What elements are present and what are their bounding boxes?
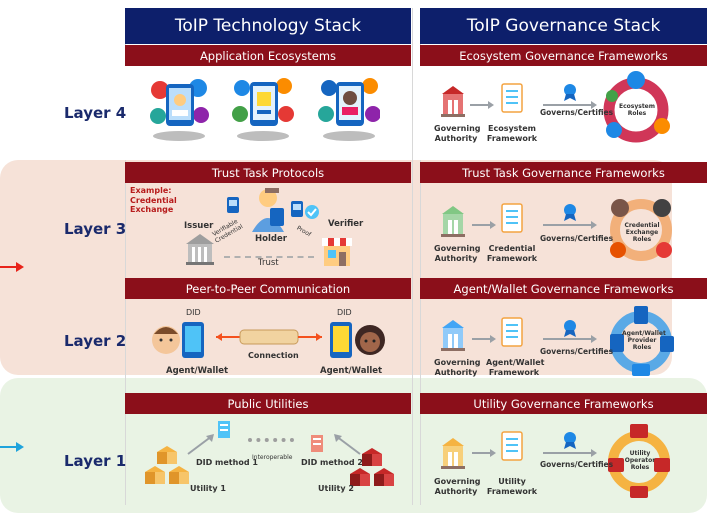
verifier-label: Verifier: [328, 219, 364, 229]
holder-label: Holder: [255, 234, 287, 244]
did-left-label: DID: [186, 308, 201, 317]
agent-provider-roles-label: Agent/Wallet Provider Roles: [622, 330, 666, 352]
issuer-credential-icon: [227, 197, 239, 213]
issuer-label: Issuer: [184, 221, 214, 231]
agent-wallet-right-label: Agent/Wallet: [320, 366, 383, 376]
gov-stack-title: ToIP Governance Stack: [420, 8, 707, 44]
verifier-check-icon: [305, 205, 319, 219]
health-pass-label: HEALTH PASS: [162, 144, 196, 149]
l4-arrow-2: [543, 101, 597, 109]
l1-governs-certifies-label: Governs/Certifies: [540, 460, 614, 469]
did-method-2-label: DID method 2: [301, 458, 363, 467]
credential-exchange-roles-ring-icon: [610, 199, 672, 261]
l3-arrow-1: [472, 221, 496, 229]
layer-4-label: Layer 4: [64, 104, 127, 122]
agent-wallet-left-icon: [152, 322, 204, 358]
l4-governing-authority-label: Governing Authority: [434, 124, 481, 143]
did-method-1-doc-icon: [218, 421, 230, 438]
agent-wallet-left-label: Agent/Wallet: [166, 366, 229, 376]
finance-label: FINANCE: [336, 142, 359, 147]
ecosystem-framework-label: Ecosystem Framework: [486, 124, 538, 143]
bar-utility-governance: Utility Governance Frameworks: [420, 393, 707, 414]
agent-wallet-right-icon: [330, 322, 385, 358]
l4-certify-badge-icon: [564, 84, 576, 101]
interoperable-label: Interoperable: [252, 454, 293, 461]
layer-1-side-arrow-icon: [0, 442, 24, 452]
bar-agent-wallet-governance: Agent/Wallet Governance Frameworks: [420, 278, 707, 299]
l4-governs-certifies-label: Governs/Certifies: [540, 108, 614, 117]
l3-governing-authority-label: Governing Authority: [434, 244, 481, 263]
l4-arrow-1: [470, 101, 494, 109]
l1-governing-authority-label: Governing Authority: [434, 477, 481, 496]
bar-trust-task-protocols: Trust Task Protocols: [125, 162, 411, 183]
ecosystem-roles-ring-icon: [603, 71, 670, 143]
utility-2-blocks-icon: [350, 448, 394, 486]
l1-certify-badge-icon: [564, 432, 576, 449]
l3-arrow-2: [543, 221, 597, 229]
l2-governs-certifies-label: Governs/Certifies: [540, 347, 614, 356]
holder-wallet-icon: [291, 201, 303, 217]
utility-2-label: Utility 2: [318, 484, 354, 493]
verifier-shop-icon: [322, 238, 352, 266]
utility-operator-roles-label: Utility Operator Roles: [624, 450, 656, 472]
bar-trust-task-governance: Trust Task Governance Frameworks: [420, 162, 707, 183]
ecosystem-framework-doc-icon: [501, 83, 523, 113]
ecosystem-roles-label: Ecosystem Roles: [618, 103, 656, 118]
agent-framework-label: Agent/Wallet Framework: [486, 358, 545, 377]
l2-governing-building-icon: [441, 320, 465, 351]
l2-arrow-2: [543, 335, 597, 343]
l2-arrow-1: [472, 335, 496, 343]
credential-framework-doc-icon: [501, 203, 523, 233]
finance-icon: [318, 78, 380, 141]
bar-ecosystem-governance: Ecosystem Governance Frameworks: [420, 45, 707, 66]
bar-p2p-communication: Peer-to-Peer Communication: [125, 278, 411, 299]
utility-framework-doc-icon: [501, 431, 523, 461]
did-method-1-arrow-icon: [187, 434, 214, 455]
l3-governs-certifies-label: Governs/Certifies: [540, 234, 614, 243]
interoperable-dots: [248, 438, 294, 442]
did-right-label: DID: [337, 308, 352, 317]
agent-framework-doc-icon: [501, 317, 523, 347]
utility-operator-roles-ring-icon: [608, 424, 670, 498]
bar-application-ecosystems: Application Ecosystems: [125, 45, 411, 66]
connection-label: Connection: [248, 351, 299, 360]
supply-chain-icon: [232, 78, 294, 141]
did-method-2-arrow-icon: [334, 434, 361, 455]
l1-governing-building-icon: [441, 438, 465, 469]
agent-provider-roles-ring-icon: [610, 306, 674, 376]
tech-column: [125, 8, 413, 505]
l1-arrow-1: [472, 449, 496, 457]
layer-3-label: Layer 3: [64, 220, 127, 238]
credential-framework-label: Credential Framework: [486, 244, 538, 263]
utility-1-blocks-icon: [145, 446, 189, 484]
bar-public-utilities: Public Utilities: [125, 393, 411, 414]
layer-3-side-arrow-icon: [0, 262, 24, 272]
health-pass-icon: [150, 79, 209, 141]
supply-chain-label: SUPPLY CHAIN: [246, 144, 283, 149]
issuer-bank-icon: [186, 234, 214, 265]
did-method-2-doc-icon: [311, 435, 323, 452]
credential-exchange-roles-label: Credential Exchange Roles: [624, 222, 660, 244]
layer-2-label: Layer 2: [64, 332, 127, 350]
gov-column: [420, 8, 707, 505]
l2-certify-badge-icon: [564, 320, 576, 337]
l1-arrow-2: [543, 449, 597, 457]
l3-governing-building-icon: [441, 206, 465, 237]
layer-1-label: Layer 1: [64, 452, 127, 470]
trust-label: Trust: [258, 258, 279, 268]
credential-exchange-example-label: Example: Credential Exchange: [130, 186, 177, 215]
trust-dashed-line: [224, 256, 314, 258]
did-method-1-label: DID method 1: [196, 458, 258, 467]
l3-certify-badge-icon: [564, 204, 576, 221]
governing-authority-building-icon: [441, 86, 465, 117]
utility-1-label: Utility 1: [190, 484, 226, 493]
utility-framework-label: Utility Framework: [486, 477, 538, 496]
tech-stack-title: ToIP Technology Stack: [125, 8, 411, 44]
connection-pipe-icon: [216, 329, 322, 345]
l2-governing-authority-label: Governing Authority: [434, 358, 481, 377]
holder-person-icon: [252, 188, 284, 232]
